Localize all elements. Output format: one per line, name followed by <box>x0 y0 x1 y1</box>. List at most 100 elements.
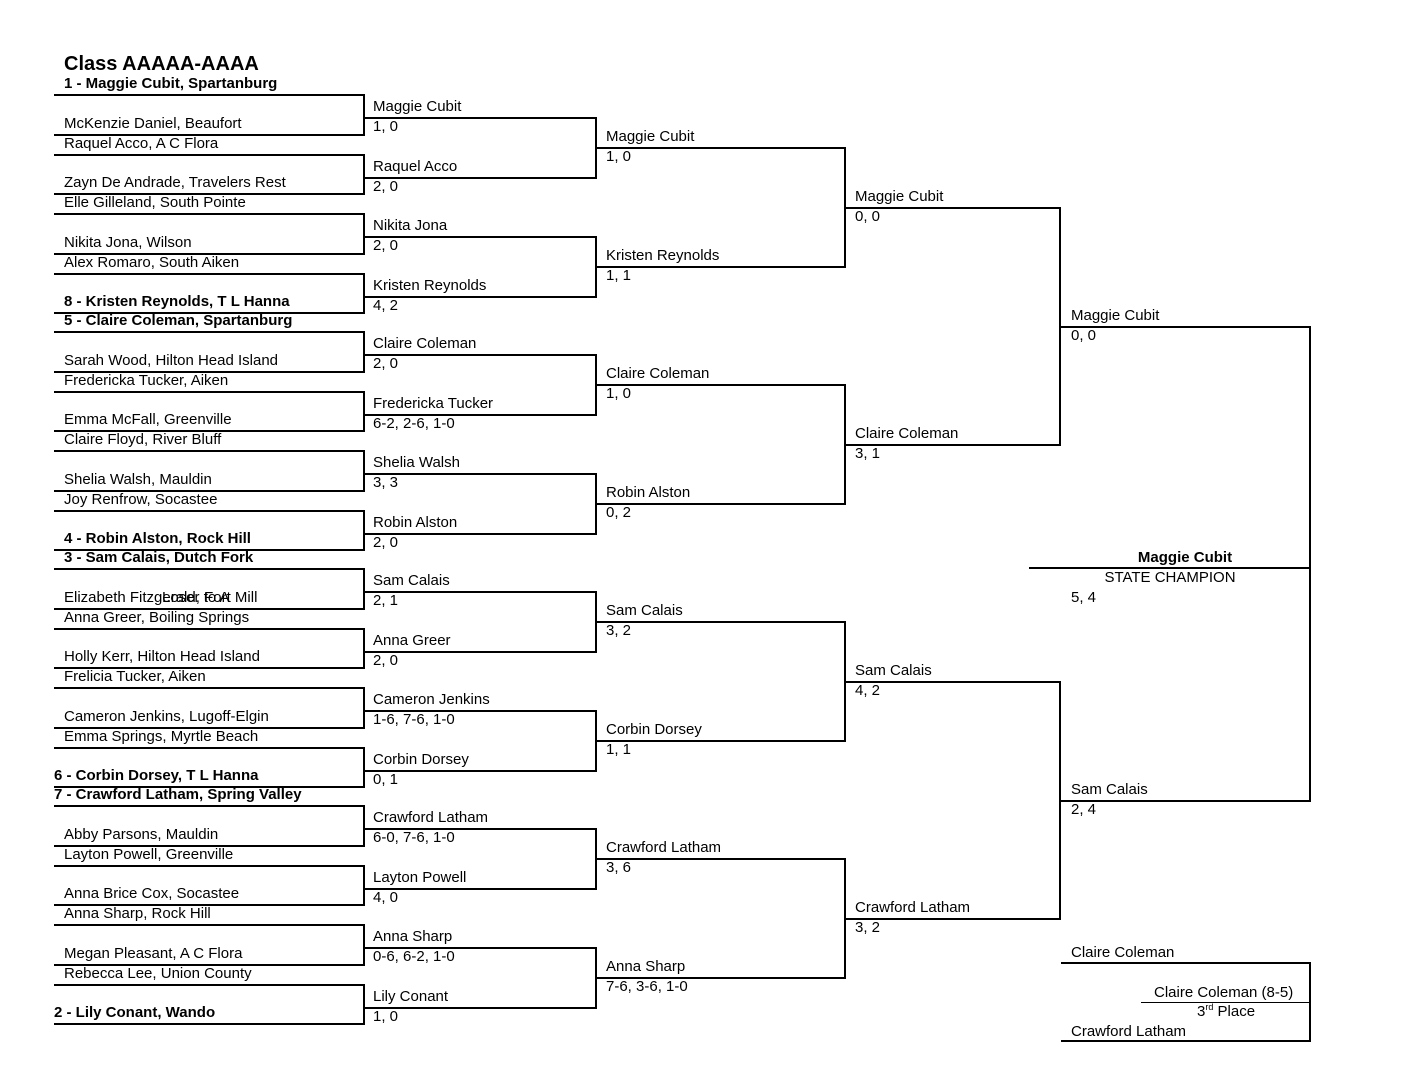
round2-line <box>363 236 597 238</box>
round3-score: 1, 0 <box>606 148 632 165</box>
round1-connector <box>363 687 365 729</box>
round2-winner: Lily Conant <box>373 988 449 1005</box>
round1-line <box>54 727 363 729</box>
round2-connector <box>595 828 597 890</box>
round2-score: 1, 0 <box>373 118 399 135</box>
semifinal-line <box>1061 800 1311 802</box>
round2-score: 1-6, 7-6, 1-0 <box>373 711 455 728</box>
round3-score: 0, 2 <box>606 504 632 521</box>
round2-winner: Anna Greer <box>373 632 451 649</box>
round1-line <box>54 273 363 275</box>
round2-score: 2, 0 <box>373 652 399 669</box>
round1-entry: Fredericka Tucker, Aiken <box>64 372 229 389</box>
round1-entry: 3 - Sam Calais, Dutch Fork <box>64 549 254 566</box>
third-place-player-top: Claire Coleman <box>1071 944 1175 961</box>
round1-line <box>54 213 363 215</box>
round2-line <box>363 591 597 593</box>
quarterfinal-winner: Claire Coleman <box>855 425 959 442</box>
round1-line <box>54 490 363 492</box>
round3-line <box>597 977 846 979</box>
round3-score: 1, 1 <box>606 267 632 284</box>
round2-line <box>363 1007 597 1009</box>
round1-entry: Megan Pleasant, A C Flora <box>64 945 243 962</box>
quarterfinal-connector <box>1059 681 1061 920</box>
round1-line <box>54 253 363 255</box>
round1-entry: Alex Romaro, South Aiken <box>64 254 240 271</box>
third-place-label: 3rd Place <box>1197 1002 1256 1021</box>
round2-line <box>363 947 597 949</box>
round3-line <box>597 147 846 149</box>
round2-line <box>363 473 597 475</box>
semifinal-winner: Maggie Cubit <box>1071 307 1160 324</box>
quarterfinal-winner: Crawford Latham <box>855 899 971 916</box>
round3-winner: Robin Alston <box>606 484 691 501</box>
round1-line <box>54 904 363 906</box>
round2-connector <box>595 947 597 1009</box>
champion-line <box>1029 567 1311 569</box>
round1-connector <box>363 568 365 610</box>
final-connector <box>1309 326 1311 802</box>
round1-connector <box>363 213 365 255</box>
quarterfinal-score: 4, 2 <box>855 682 881 699</box>
round2-winner: Robin Alston <box>373 514 458 531</box>
round1-line <box>54 747 363 749</box>
round1-line <box>54 193 363 195</box>
quarterfinal-line <box>846 207 1061 209</box>
round1-line <box>54 430 363 432</box>
round3-line <box>597 384 846 386</box>
round1-entry: Shelia Walsh, Mauldin <box>64 471 212 488</box>
champion-label: STATE CHAMPION <box>1104 569 1236 586</box>
round2-score: 6-0, 7-6, 1-0 <box>373 829 455 846</box>
quarterfinal-winner: Maggie Cubit <box>855 188 944 205</box>
loser-note: Loser to A <box>162 589 230 606</box>
round1-entry: 7 - Crawford Latham, Spring Valley <box>54 786 302 803</box>
third-place-bottom-line <box>1061 1040 1311 1042</box>
round2-score: 0, 1 <box>373 771 399 788</box>
third-place-player-bottom: Crawford Latham <box>1071 1023 1187 1040</box>
round2-winner: Layton Powell <box>373 869 467 886</box>
round1-entry: Claire Floyd, River Bluff <box>64 431 222 448</box>
semifinal-winner: Sam Calais <box>1071 781 1148 798</box>
round3-connector <box>844 858 846 979</box>
round1-entry: Joy Renfrow, Socastee <box>64 491 218 508</box>
round1-connector <box>363 924 365 966</box>
round1-line <box>54 1023 363 1025</box>
round2-line <box>363 888 597 890</box>
semifinal-score: 0, 0 <box>1071 327 1097 344</box>
round1-line <box>54 687 363 689</box>
round2-connector <box>595 236 597 298</box>
round2-winner: Anna Sharp <box>373 928 453 945</box>
round3-line <box>597 621 846 623</box>
round3-connector <box>844 384 846 505</box>
round1-entry: Cameron Jenkins, Lugoff-Elgin <box>64 708 269 725</box>
round2-line <box>363 177 597 179</box>
round1-line <box>54 845 363 847</box>
round2-connector <box>595 354 597 416</box>
round2-connector <box>595 710 597 772</box>
round1-line <box>54 667 363 669</box>
round1-line <box>54 805 363 807</box>
round2-line <box>363 710 597 712</box>
round2-score: 2, 0 <box>373 178 399 195</box>
round2-winner: Raquel Acco <box>373 158 458 175</box>
round1-line <box>54 924 363 926</box>
quarterfinal-line <box>846 681 1061 683</box>
round2-winner: Corbin Dorsey <box>373 751 469 768</box>
round1-entry: 5 - Claire Coleman, Spartanburg <box>64 312 293 329</box>
round3-winner: Sam Calais <box>606 602 683 619</box>
round1-connector <box>363 628 365 669</box>
round3-score: 3, 6 <box>606 859 632 876</box>
round2-connector <box>595 591 597 653</box>
round3-line <box>597 858 846 860</box>
round1-entry: 8 - Kristen Reynolds, T L Hanna <box>64 293 290 310</box>
round2-line <box>363 533 597 535</box>
round1-connector <box>363 865 365 906</box>
round1-line <box>54 608 363 610</box>
round2-line <box>363 828 597 830</box>
round1-entry: Nikita Jona, Wilson <box>64 234 192 251</box>
quarterfinal-line <box>846 444 1061 446</box>
round3-line <box>597 740 846 742</box>
quarterfinal-winner: Sam Calais <box>855 662 932 679</box>
round2-line <box>363 117 597 119</box>
round3-winner: Maggie Cubit <box>606 128 695 145</box>
